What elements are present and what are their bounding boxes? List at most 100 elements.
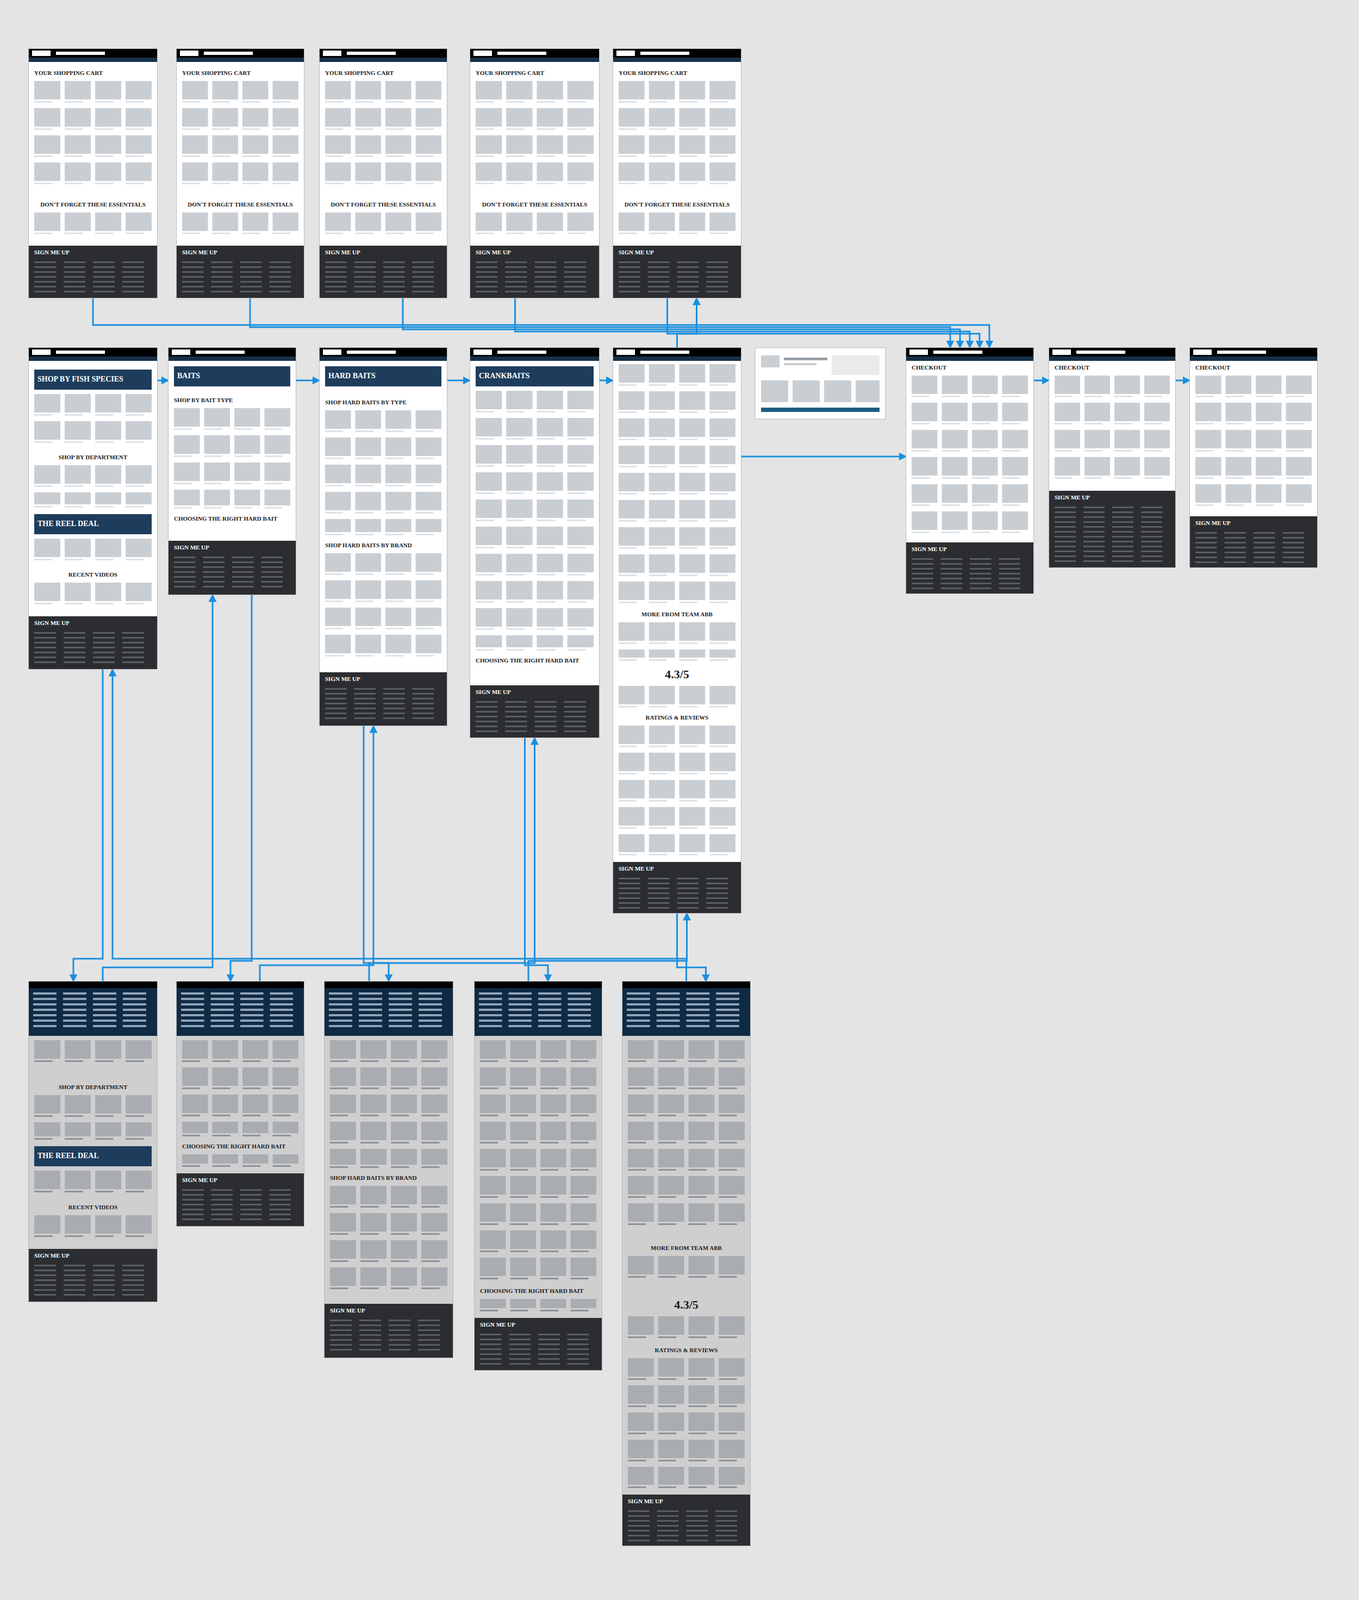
wireframe-block <box>63 1274 86 1277</box>
wireframe-block <box>540 1067 567 1087</box>
wireframe-block <box>412 285 435 288</box>
wireframe-block <box>272 1121 299 1134</box>
wireframe-block <box>1054 506 1076 509</box>
wireframe-block <box>122 271 145 273</box>
wireframe-block <box>718 1460 737 1462</box>
wireframe-block <box>95 558 114 561</box>
wireframe-block <box>95 465 122 484</box>
wireframe-block <box>540 1230 567 1250</box>
wireframe-block <box>679 807 706 826</box>
wireframe-block <box>618 128 637 130</box>
wireframe-block <box>92 1019 117 1022</box>
wireframe-block <box>125 1138 145 1140</box>
wireframe-block <box>176 981 304 1227</box>
wireframe-block <box>709 101 728 103</box>
wireframe-block <box>534 720 557 723</box>
wireframe-block <box>1286 422 1305 425</box>
wireframe-block <box>709 800 728 802</box>
wireframe-block <box>328 998 353 1001</box>
wireframe-block <box>647 281 670 283</box>
wireframe-block <box>95 485 114 488</box>
wireframe-block <box>475 390 502 410</box>
footer-heading: SIGN ME UP <box>479 1321 597 1329</box>
wireframe-block <box>355 634 382 654</box>
wireframe-block <box>325 600 344 603</box>
screen-frame: YOUR SHOPPING CARTDON'T FORGET THESE ESS… <box>319 48 447 298</box>
wireframe-block <box>355 519 382 533</box>
wireframe-block <box>618 649 645 658</box>
wireframe-block <box>272 1060 291 1063</box>
wireframe-block <box>125 232 145 235</box>
section-heading: CHECKOUT <box>1054 364 1170 372</box>
wireframe-block <box>718 1358 745 1377</box>
wireframe-block <box>1076 350 1126 354</box>
wireframe-block <box>1286 450 1305 452</box>
flow-connector <box>402 297 960 348</box>
wireframe-block <box>412 266 435 268</box>
wireframe-block <box>706 877 728 880</box>
wireframe-block <box>679 853 698 856</box>
wireframe-block <box>1195 429 1222 449</box>
wireframe-block <box>203 566 226 569</box>
wireframe-block <box>1255 450 1274 452</box>
wireframe-block <box>383 688 405 690</box>
wireframe-block <box>1141 511 1163 514</box>
wireframe-block <box>534 701 557 703</box>
wireframe-block <box>709 465 728 468</box>
wireframe-block <box>567 465 587 467</box>
wireframe-block <box>505 261 527 264</box>
wireframe-block <box>647 276 670 278</box>
wireframe-block <box>649 155 667 158</box>
wireframe-block <box>999 587 1021 590</box>
wireframe-block <box>564 276 587 278</box>
wireframe-block <box>388 1329 411 1332</box>
wireframe-block <box>360 1260 379 1263</box>
wireframe-block <box>971 484 999 503</box>
wireframe-block <box>415 457 434 460</box>
wireframe-block <box>173 581 196 583</box>
wireframe-block <box>1054 540 1076 543</box>
wireframe-block <box>658 1094 685 1114</box>
wireframe-block <box>475 711 498 713</box>
wireframe-block <box>325 688 347 690</box>
wireframe-block <box>474 981 602 1371</box>
wireframe-block <box>475 261 498 264</box>
wireframe-block <box>1253 532 1276 534</box>
wireframe-block <box>203 581 226 583</box>
wireframe-block <box>618 266 641 268</box>
screen-frame: CHOOSING THE RIGHT HARD BAITSIGN ME UP <box>474 981 602 1371</box>
wireframe-block <box>677 261 700 264</box>
wireframe-block <box>122 1269 145 1272</box>
wireframe-block <box>173 428 192 430</box>
wireframe-block <box>359 1339 382 1342</box>
wireframe-block <box>240 1008 264 1012</box>
wireframe-block <box>540 1149 567 1168</box>
wireframe-block <box>567 553 594 573</box>
wireframe-block <box>92 1014 117 1017</box>
wireframe-block <box>182 162 209 182</box>
wireframe-block <box>329 1186 357 1205</box>
wireframe-block <box>649 108 676 127</box>
wireframe-block <box>122 1274 145 1277</box>
wireframe-block <box>709 128 728 130</box>
wireframe-block <box>64 1115 84 1118</box>
wireframe-block <box>242 101 261 103</box>
wireframe-block <box>509 1353 532 1356</box>
wireframe-block <box>505 281 527 283</box>
wireframe-block <box>709 686 736 705</box>
wireframe-block <box>329 1287 349 1290</box>
wireframe-block <box>1002 477 1021 479</box>
wireframe-block <box>971 511 999 531</box>
wireframe-block <box>242 1094 269 1114</box>
wireframe-block <box>1114 375 1140 395</box>
wireframe-block <box>325 717 347 720</box>
wireframe-block <box>475 285 498 288</box>
wireframe-block <box>627 1223 646 1226</box>
wireframe-block <box>679 162 706 182</box>
wireframe-block <box>354 261 377 264</box>
wireframe-block <box>475 155 495 158</box>
wireframe-block <box>649 182 667 185</box>
wireframe-block <box>479 1278 498 1280</box>
wireframe-block <box>647 271 670 273</box>
wireframe-block <box>28 356 158 361</box>
